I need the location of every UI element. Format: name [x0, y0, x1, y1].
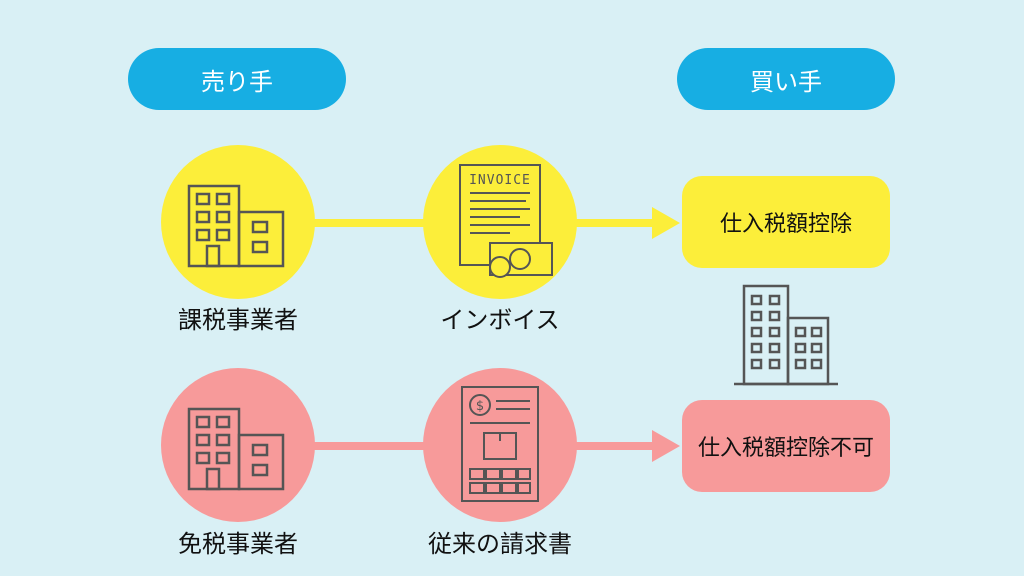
no-tax-deduction-result-label: 仕入税額控除不可: [697, 436, 874, 461]
taxable-business-circle: [161, 145, 315, 299]
seller-header-label: 売り手: [201, 67, 273, 96]
invoice-icon: INVOICE: [459, 164, 553, 278]
buyer-building-icon: [734, 284, 838, 386]
buyer-header: 買い手: [677, 48, 895, 110]
taxable-arrow-head: [652, 207, 680, 239]
buyer-header-label: 買い手: [750, 67, 822, 96]
building-icon: [187, 184, 285, 268]
conventional-invoice-circle: $: [423, 368, 577, 522]
receipt-icon: $: [461, 386, 539, 502]
exempt-business-label: 免税事業者: [178, 530, 298, 558]
tax-deduction-result: 仕入税額控除: [682, 176, 890, 268]
seller-header: 売り手: [128, 48, 346, 110]
invoice-label: インボイス: [440, 306, 560, 334]
building-icon: [187, 407, 285, 491]
tax-deduction-result-label: 仕入税額控除: [719, 212, 852, 237]
exempt-arrow-head: [652, 430, 680, 462]
exempt-business-circle: [161, 368, 315, 522]
taxable-business-label: 課税事業者: [178, 306, 298, 334]
svg-text:$: $: [476, 399, 484, 414]
invoice-circle: INVOICE: [423, 145, 577, 299]
invoice-caption: INVOICE: [469, 173, 531, 188]
conventional-invoice-label: 従来の請求書: [428, 530, 572, 558]
no-tax-deduction-result: 仕入税額控除不可: [682, 400, 890, 492]
